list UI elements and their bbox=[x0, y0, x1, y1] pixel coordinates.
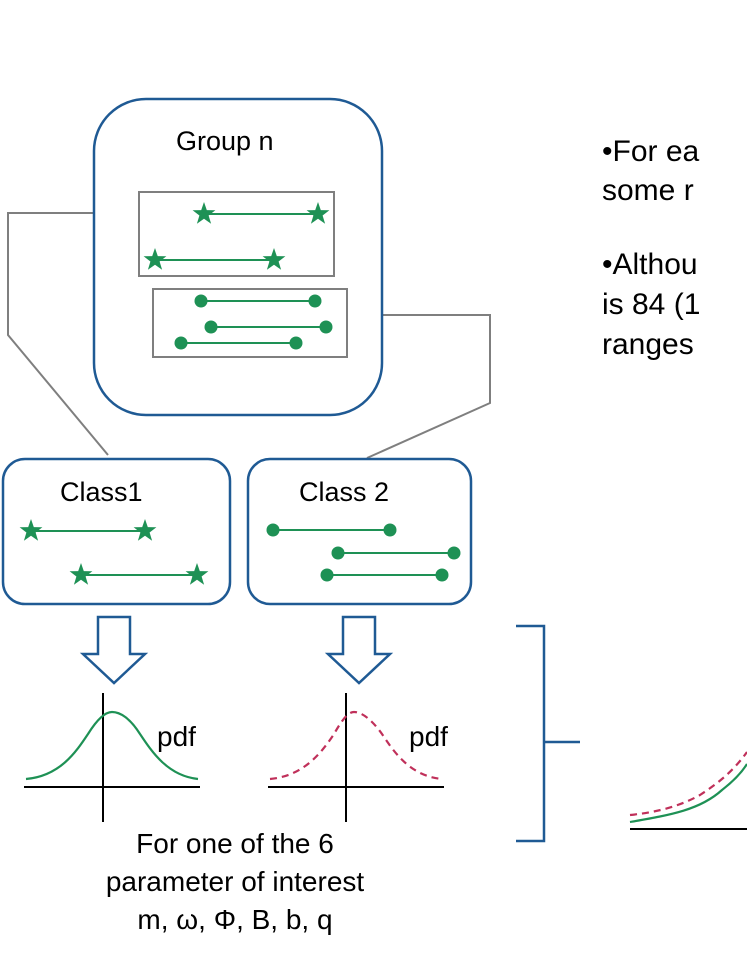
dot-marker bbox=[308, 294, 322, 308]
pdf2-curve-dashed bbox=[269, 710, 443, 781]
down-arrow-class2 bbox=[324, 615, 394, 685]
side-text-line-3: •Althou bbox=[602, 248, 698, 281]
pdf1-label: pdf bbox=[157, 721, 196, 752]
star-marker bbox=[133, 519, 157, 541]
star-marker bbox=[192, 202, 216, 224]
dot-marker bbox=[204, 320, 218, 334]
dot-marker bbox=[435, 568, 449, 582]
combined-curve-dashed bbox=[629, 751, 747, 817]
side-text-line-5: ranges bbox=[602, 328, 694, 361]
bracket bbox=[516, 624, 546, 843]
dot-marker bbox=[174, 336, 188, 350]
star-marker bbox=[69, 563, 93, 585]
connector-group-to-class1 bbox=[7, 212, 124, 456]
class2-title: Class 2 bbox=[299, 477, 390, 507]
class1-title: Class1 bbox=[60, 477, 143, 507]
class2-box bbox=[246, 457, 473, 606]
dot-marker bbox=[320, 568, 334, 582]
caption-line-2: parameter of interest bbox=[105, 866, 365, 897]
connector-group-to-class2 bbox=[366, 314, 491, 459]
group-title: Group n bbox=[176, 126, 274, 156]
dot-marker bbox=[447, 546, 461, 560]
star-marker bbox=[19, 519, 43, 541]
star-marker bbox=[262, 248, 286, 270]
side-text-line-2: some r bbox=[602, 174, 694, 207]
dot-marker bbox=[331, 546, 345, 560]
caption: For one of the 6 parameter of interest m… bbox=[40, 825, 430, 939]
caption-line-3: m, ω, Φ, B, b, q bbox=[137, 904, 333, 935]
down-arrow-class1 bbox=[79, 615, 149, 685]
pdf2-label: pdf bbox=[409, 721, 448, 752]
dot-marker bbox=[289, 336, 303, 350]
dot-marker bbox=[194, 294, 208, 308]
star-marker bbox=[306, 202, 330, 224]
pdf1-curve-solid bbox=[25, 710, 199, 781]
dot-marker bbox=[319, 320, 333, 334]
star-marker bbox=[143, 248, 167, 270]
group-box bbox=[92, 97, 384, 417]
dot-marker bbox=[383, 523, 397, 537]
dot-marker bbox=[266, 523, 280, 537]
group-star-subset-box bbox=[138, 191, 335, 277]
star-marker bbox=[185, 563, 209, 585]
side-text-line-1: •For ea bbox=[602, 135, 700, 168]
combined-curve-solid bbox=[629, 763, 747, 824]
side-text-line-4: is 84 (1 bbox=[602, 288, 701, 321]
caption-line-1: For one of the 6 bbox=[136, 828, 334, 859]
group-dot-subset-box bbox=[152, 288, 348, 358]
